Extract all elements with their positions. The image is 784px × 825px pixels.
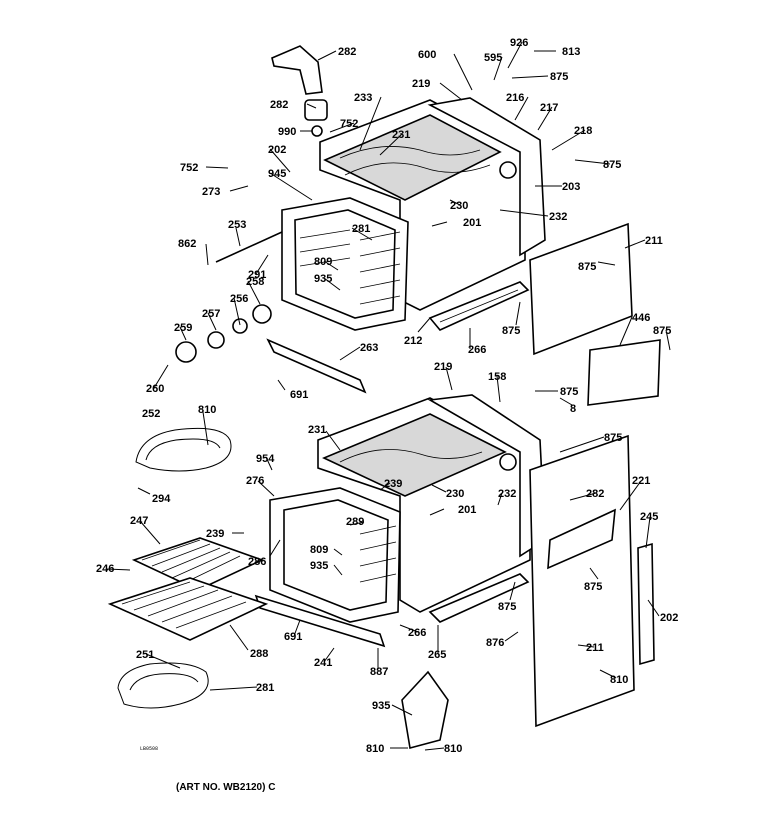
label-211-lower: 810 [610, 674, 628, 686]
label-211-upper: 211 [645, 235, 663, 247]
label-446: 446 [632, 312, 650, 324]
label-954: 954 [256, 453, 275, 465]
label-273: 273 [202, 186, 220, 198]
label-203: 203 [562, 181, 580, 193]
label-239-a: 239 [384, 478, 402, 490]
part-labels: 282 282 990 752 752 273 202 945 233 231 … [96, 37, 678, 755]
label-233: 233 [354, 92, 372, 104]
label-752-a: 752 [340, 118, 358, 130]
label-221: 221 [632, 475, 650, 487]
label-230-lower: 230 [446, 488, 464, 500]
label-288: 887 [370, 666, 388, 678]
label-8: 8 [570, 403, 576, 415]
label-219-lower: 219 [434, 361, 452, 373]
label-282-top: 282 [338, 46, 356, 58]
label-231-lower: 231 [308, 424, 326, 436]
label-219-upper: 219 [412, 78, 430, 90]
label-291: 291 [248, 269, 266, 281]
label-862: 862 [178, 238, 196, 250]
label-875-3: 875 [578, 261, 596, 273]
label-253: 253 [228, 219, 246, 231]
label-218: 218 [574, 125, 592, 137]
label-246: 246 [96, 563, 114, 575]
label-202-upper: 202 [268, 144, 286, 156]
label-809-lower: 809 [310, 544, 328, 556]
label-875-4: 875 [502, 325, 520, 337]
label-260: 260 [146, 383, 164, 395]
label-875-6: 875 [560, 386, 578, 398]
label-876: 211 [586, 642, 604, 654]
art-number-caption: (ART NO. WB2120) C [176, 782, 275, 793]
label-252: 252 [142, 408, 160, 420]
label-935-lower: 935 [310, 560, 328, 572]
label-935-upper: 935 [314, 273, 332, 285]
label-752-b: 752 [180, 162, 198, 174]
lower-oven-assembly [107, 394, 655, 749]
label-251: 281 [256, 682, 274, 694]
label-266-lower: 265 [428, 649, 446, 661]
label-810-bottom: 810 [444, 743, 462, 755]
label-232-lower: 232 [498, 488, 516, 500]
label-266-upper: 266 [468, 344, 486, 356]
label-230-upper: 230 [450, 200, 468, 212]
label-813: 813 [562, 46, 580, 58]
label-810-upper: 810 [198, 404, 216, 416]
label-247: 247 [130, 515, 148, 527]
label-926: 926 [510, 37, 528, 49]
label-217: 217 [540, 102, 558, 114]
label-875-10: 202 [660, 612, 678, 624]
label-232-upper: 232 [549, 211, 567, 223]
label-239-b: 239 [206, 528, 224, 540]
label-201-lower: 201 [458, 504, 476, 516]
label-875-7: 875 [604, 432, 622, 444]
label-600: 600 [418, 49, 436, 61]
label-875-5: 875 [653, 325, 671, 337]
upper-oven-assembly [175, 45, 661, 406]
label-875-8: 875 [584, 581, 602, 593]
label-809-upper: 809 [314, 256, 332, 268]
label-875-1: 875 [550, 71, 568, 83]
label-282-mid: 282 [270, 99, 288, 111]
corner-code: LB0508 [140, 746, 158, 752]
label-263: 263 [360, 342, 378, 354]
label-875-2: 875 [603, 159, 621, 171]
label-691-lower: 241 [314, 657, 332, 669]
label-256: 256 [230, 293, 248, 305]
label-257: 257 [202, 308, 220, 320]
label-286: 286 [248, 556, 266, 568]
label-216: 216 [506, 92, 524, 104]
label-281-upper: 281 [352, 223, 370, 235]
label-289: 289 [346, 516, 364, 528]
label-595: 595 [484, 52, 502, 64]
label-265: 691 [284, 631, 302, 643]
label-282-lower: 282 [586, 488, 604, 500]
label-202-lower: 266 [408, 627, 426, 639]
label-935-bottom: 810 [366, 743, 384, 755]
label-281-lower: 935 [372, 700, 390, 712]
label-691-upper: 691 [290, 389, 308, 401]
label-258: 258 [246, 276, 264, 288]
label-158: 158 [488, 371, 506, 383]
label-887: 876 [486, 637, 504, 649]
label-276: 276 [246, 475, 264, 487]
label-201-upper: 201 [463, 217, 481, 229]
label-245: 245 [640, 511, 658, 523]
label-259: 259 [174, 322, 192, 334]
label-945: 945 [268, 168, 286, 180]
label-875-9: 875 [498, 601, 516, 613]
label-241: 288 [250, 648, 268, 660]
label-231-upper: 231 [392, 129, 410, 141]
label-990: 990 [278, 126, 296, 138]
label-810-lower: 251 [136, 649, 154, 661]
label-212: 212 [404, 335, 422, 347]
label-294: 294 [152, 493, 171, 505]
